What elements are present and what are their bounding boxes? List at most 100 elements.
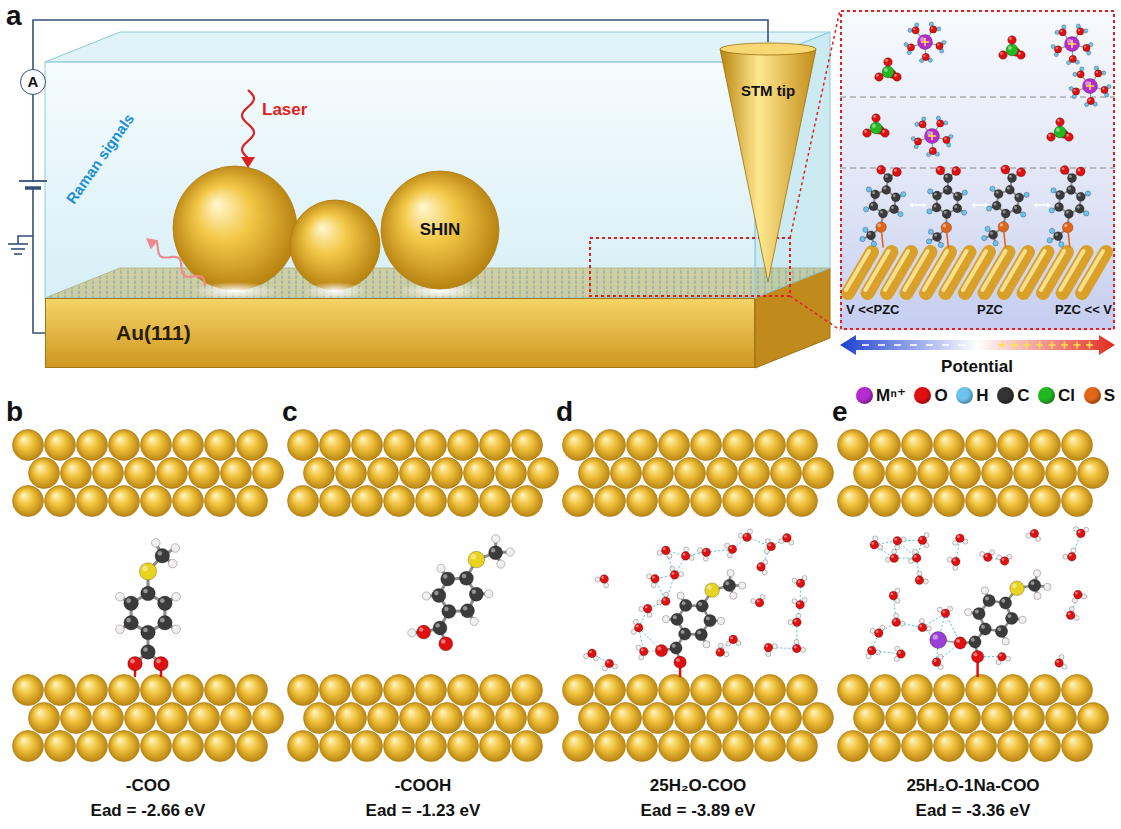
hydrogen-atom <box>1002 638 1009 645</box>
hydrogen-atom <box>116 625 125 634</box>
au-atom <box>659 731 690 762</box>
au-atom <box>934 731 965 762</box>
atom-highlight <box>872 191 875 194</box>
battery-plate <box>25 186 41 190</box>
carbon-atom <box>1075 204 1084 213</box>
atom-highlight <box>1048 134 1051 137</box>
atom-highlight <box>944 137 946 139</box>
shin-sphere <box>381 171 499 289</box>
atom-highlight <box>1057 119 1060 122</box>
oxygen-atom <box>674 656 686 668</box>
hydrogen-atom <box>919 619 924 624</box>
carbon-atom <box>1001 209 1010 218</box>
au-atom <box>384 675 415 706</box>
atom-highlight <box>438 566 441 569</box>
carbon-atom <box>979 623 991 635</box>
au-atom <box>77 731 108 762</box>
carbon-atom <box>1054 232 1063 241</box>
carbon-atom <box>1006 612 1018 624</box>
carbon-atom <box>442 604 456 618</box>
structure-caption: -COOH <box>283 776 563 796</box>
au-atom <box>934 675 965 706</box>
carbon-atom <box>459 571 473 585</box>
oxygen-atom <box>941 609 950 618</box>
au-atom <box>918 703 949 734</box>
oxygen-atom <box>743 533 752 542</box>
oxygen-atom <box>956 534 965 543</box>
au-atom <box>998 731 1029 762</box>
atom-highlight <box>682 601 686 605</box>
atom-highlight <box>784 535 787 538</box>
au-atom <box>966 731 997 762</box>
au-atom <box>595 731 626 762</box>
atom-highlight <box>931 27 933 29</box>
atom-highlight <box>143 589 148 594</box>
atom-highlight <box>493 536 496 539</box>
oxygen-atom <box>588 649 597 658</box>
au-atom <box>1062 430 1093 461</box>
au-atom <box>512 486 543 517</box>
au-atom <box>1014 703 1045 734</box>
atom-highlight <box>156 659 161 664</box>
au-atom <box>739 458 770 489</box>
atom-highlight <box>1075 592 1078 595</box>
carbon-atom <box>995 625 1007 637</box>
atom-highlight <box>920 122 922 124</box>
energy-value: Ead = -1.23 eV <box>283 801 563 821</box>
oxygen-atom <box>702 548 711 557</box>
au-atom <box>723 731 754 762</box>
oxygen-atom <box>681 552 690 561</box>
atom-highlight <box>766 645 769 648</box>
atom-highlight <box>1031 581 1035 585</box>
atom-highlight <box>1078 194 1081 197</box>
atom-highlight <box>1068 612 1071 615</box>
oxygen-atom <box>1077 529 1086 538</box>
arrow-head <box>1033 203 1037 208</box>
negative-charge-mark <box>878 344 885 346</box>
atom-highlight <box>1018 169 1021 172</box>
oxygen-atom <box>1076 167 1085 176</box>
au-atom <box>173 731 204 762</box>
legend-item: C <box>997 386 1029 406</box>
oxygen-atom <box>1047 133 1056 142</box>
atom-highlight <box>1003 639 1005 641</box>
carbon-atom <box>879 209 888 218</box>
atom-highlight <box>717 649 720 652</box>
negative-charge-mark <box>942 344 949 346</box>
hydrogen-atom <box>981 587 988 594</box>
au-atom <box>723 675 754 706</box>
oxygen-atom <box>877 165 886 174</box>
hydrogen-atom <box>1085 191 1090 196</box>
atom-highlight <box>878 167 881 170</box>
carbon-atom <box>1005 185 1014 194</box>
hydrogen-atom <box>727 569 734 576</box>
hydrogen-atom <box>1047 238 1052 243</box>
carbon-atom <box>1015 193 1024 202</box>
atom-highlight <box>985 597 989 601</box>
zoom-frame <box>841 11 1114 329</box>
hydrogen-atom <box>1051 188 1056 193</box>
arrow-head <box>923 203 927 208</box>
carbon-atom <box>696 600 708 612</box>
atom-highlight <box>601 576 604 579</box>
au-atom <box>1030 731 1061 762</box>
oxygen-atom <box>1077 28 1084 35</box>
negative-charge-mark <box>862 344 869 346</box>
arrow-head <box>1047 203 1051 208</box>
au-atom <box>611 458 642 489</box>
hydrogen-atom <box>928 229 933 234</box>
oxygen-atom <box>892 168 901 177</box>
atom-highlight <box>471 554 476 559</box>
atom-highlight <box>1008 614 1012 618</box>
au-atom <box>141 430 172 461</box>
atom-highlight <box>173 626 176 629</box>
oxygen-atom <box>893 537 902 546</box>
atom-highlight <box>153 540 156 543</box>
hydrogen-atom <box>915 122 919 126</box>
au-atom <box>109 731 140 762</box>
hydrogen-atom <box>703 556 708 561</box>
atom-highlight <box>678 593 680 595</box>
au-atom <box>205 675 236 706</box>
au-atom <box>643 458 674 489</box>
legend-swatch <box>997 387 1014 404</box>
